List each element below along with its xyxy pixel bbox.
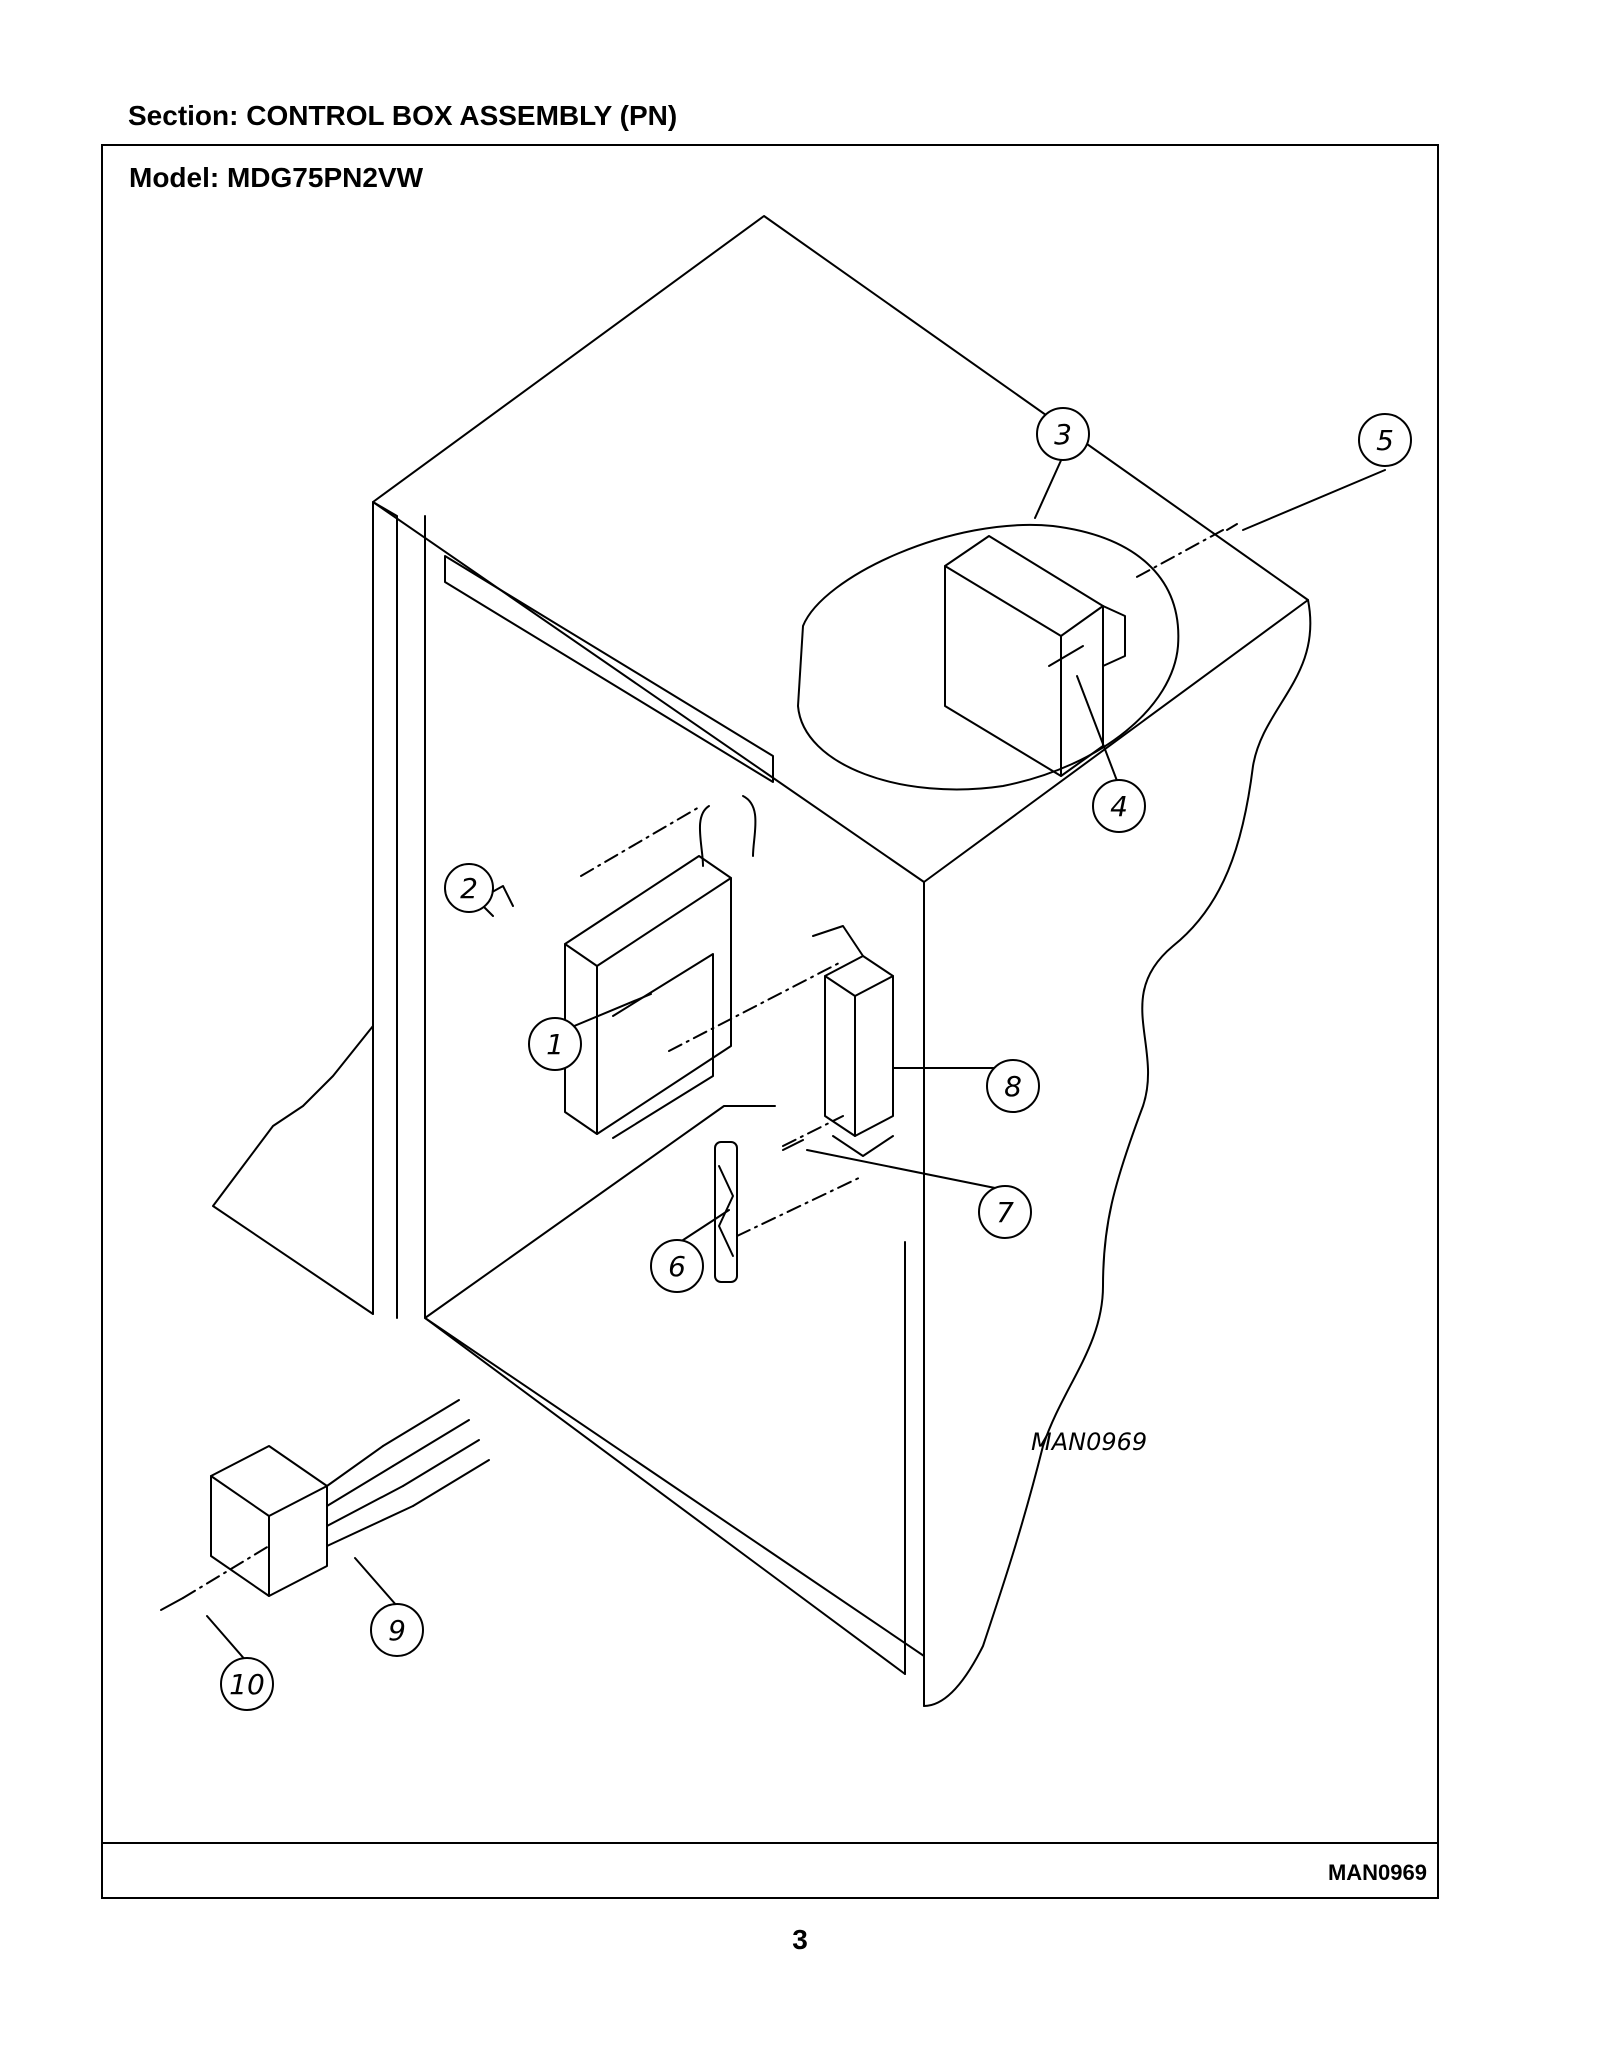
top-inner-rail xyxy=(444,555,774,783)
callout-10-label: 10 xyxy=(229,1668,265,1701)
cabinet-floor-cutaway xyxy=(212,1025,374,1315)
part-3-component xyxy=(944,535,1126,777)
part-1-control-board xyxy=(564,795,757,1139)
part-10-pin xyxy=(160,1597,184,1611)
top-cutaway-window xyxy=(797,523,1180,791)
callout-3-label: 3 xyxy=(1054,418,1072,451)
part-9-connector xyxy=(210,1399,490,1597)
part-7-screw xyxy=(782,1139,804,1151)
callout-5-label: 5 xyxy=(1376,424,1394,457)
part-5-nut xyxy=(1226,523,1238,531)
part-4-screw xyxy=(1048,645,1084,667)
page-number: 3 xyxy=(792,1924,808,1955)
cabinet-bottom-edge xyxy=(424,1317,906,1675)
footer-divider xyxy=(103,1842,1437,1844)
part-8-fuse-holder xyxy=(812,925,894,1157)
footer-drawing-code: MAN0969 xyxy=(1327,1860,1427,1885)
cabinet-top-face xyxy=(372,215,1309,883)
leader-lines xyxy=(206,455,1386,1663)
cabinet-left-edge xyxy=(372,501,398,1319)
diagram-frame: Model: MDG75PN2VW xyxy=(101,144,1439,1899)
drawing-code-label: MAN0969 xyxy=(1031,1428,1147,1456)
model-title: Model: MDG75PN2VW xyxy=(129,162,424,193)
callout-8-label: 8 xyxy=(1004,1070,1022,1103)
callout-9-label: 9 xyxy=(388,1614,406,1647)
callout-6-label: 6 xyxy=(668,1250,686,1283)
callout-1-label: 2 xyxy=(460,872,478,905)
callout-7-label: 7 xyxy=(996,1196,1014,1229)
cutaway-right-edge xyxy=(923,599,1312,1707)
exploded-parts-diagram: 2 1 3 4 5 6 7 8 9 10 MAN0969 xyxy=(160,215,1412,1711)
cabinet-front-edge xyxy=(904,881,925,1707)
section-title: Section: CONTROL BOX ASSEMBLY (PN) xyxy=(128,100,678,131)
assembly-lines xyxy=(182,529,1224,1599)
callout-1-label: 1 xyxy=(546,1028,564,1061)
callout-4-label: 4 xyxy=(1110,790,1128,823)
cabinet-inner-wall xyxy=(424,515,925,1657)
